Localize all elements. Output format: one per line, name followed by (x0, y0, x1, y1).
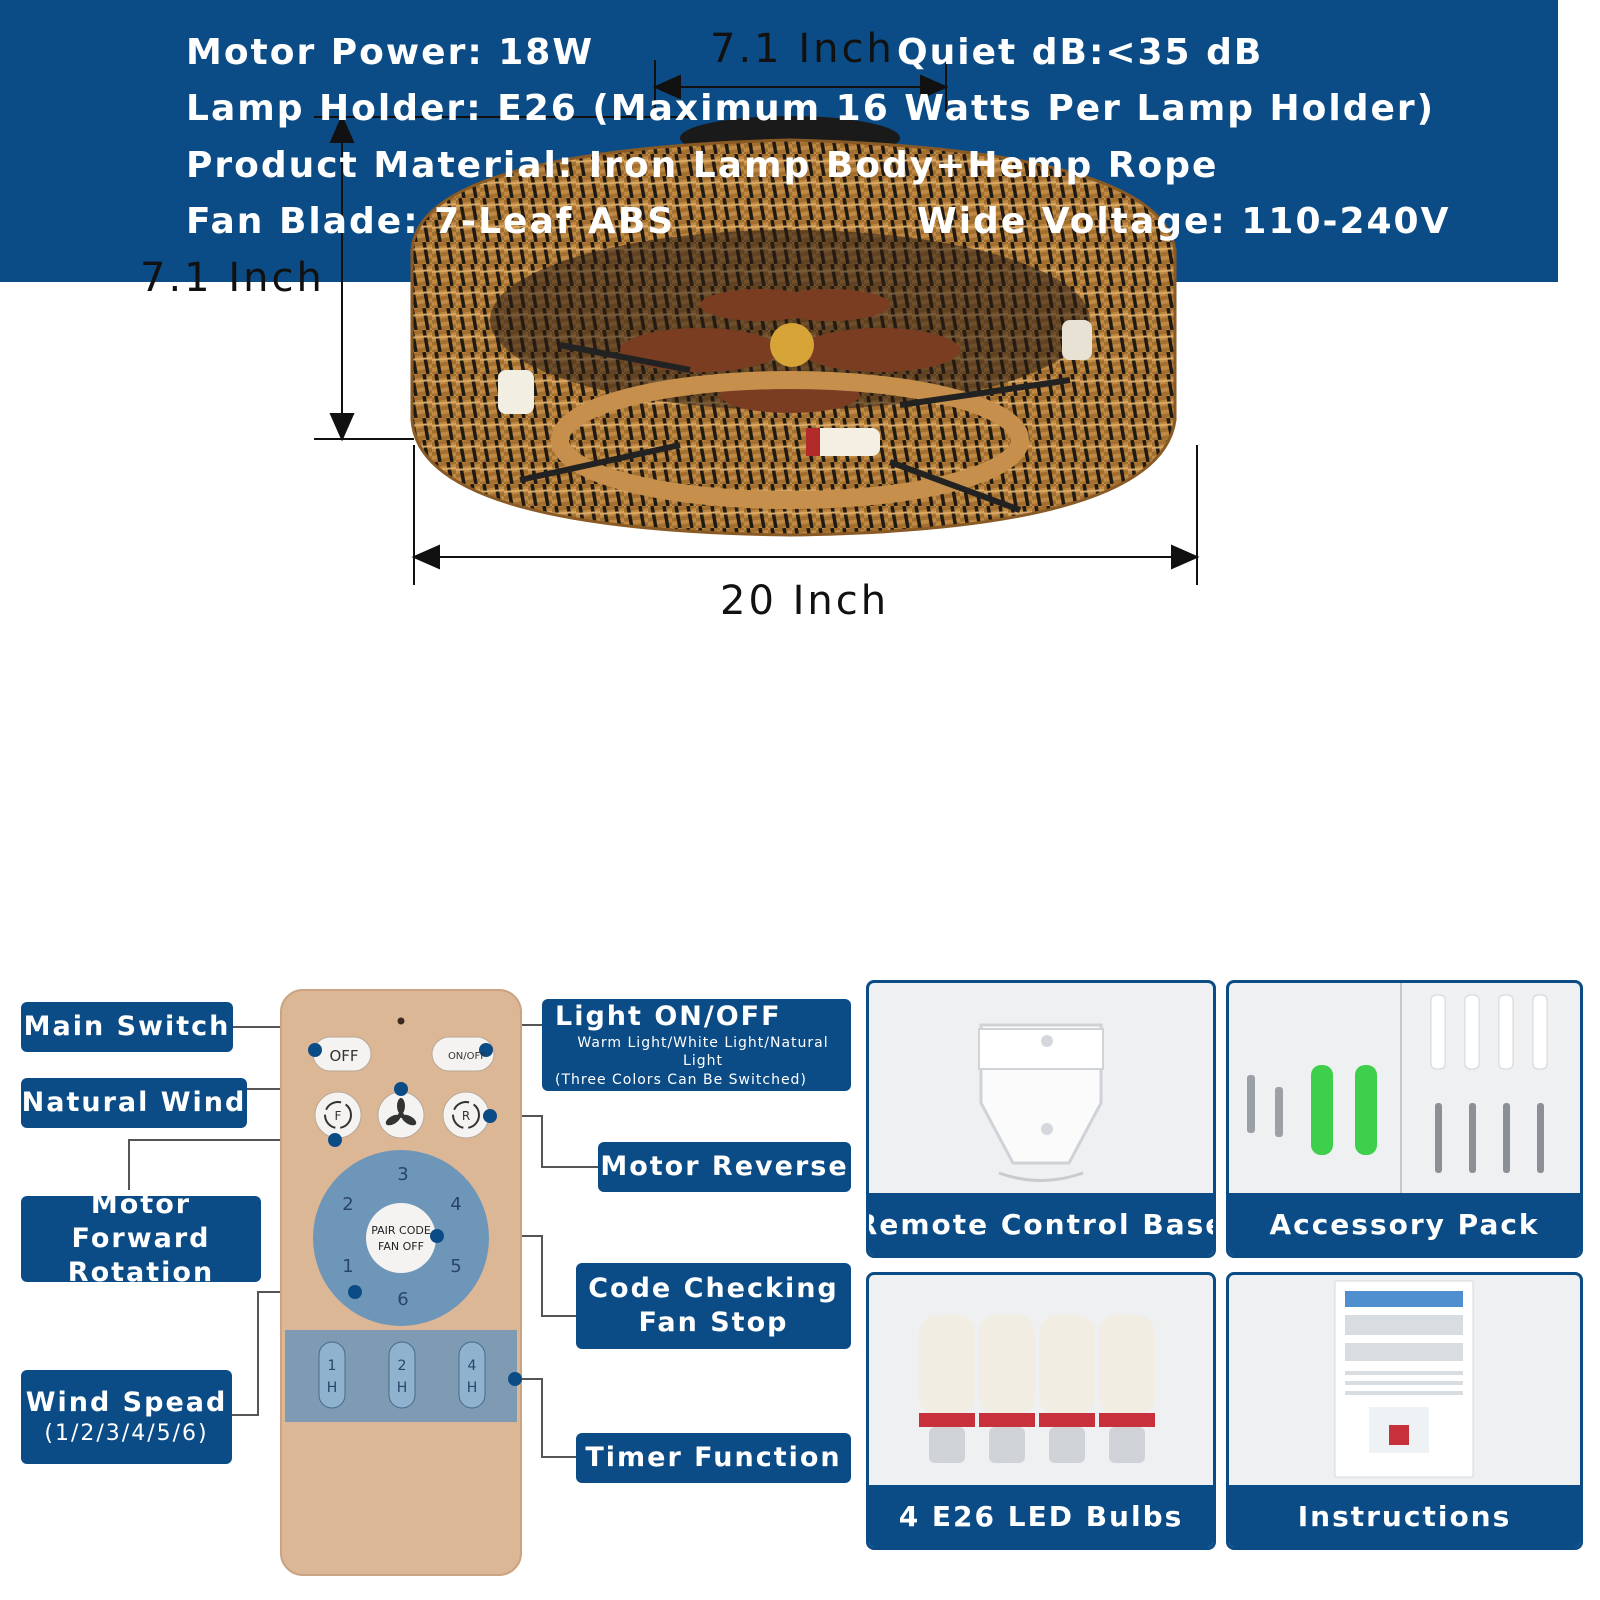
forward-label: F (335, 1109, 342, 1123)
card-instructions-caption: Instructions (1229, 1485, 1580, 1547)
timer-2h-button[interactable] (388, 1341, 416, 1409)
bulb-right (1062, 320, 1092, 360)
fan-off-label: FAN OFF (378, 1240, 424, 1253)
fan-arms (519, 342, 1071, 513)
forward-arrow-icon (324, 1101, 352, 1129)
label-code-checking-line1: Code Checking (588, 1273, 839, 1305)
label-main-switch-text: Main Switch (23, 1011, 231, 1043)
speed-3: 3 (397, 1164, 408, 1185)
timer-2-num: 2 (398, 1358, 407, 1374)
dimension-lines (314, 60, 1200, 585)
timer-1h-button[interactable] (318, 1341, 346, 1409)
bulb-left (498, 370, 534, 414)
dim-top-width: 7.1 Inch (710, 26, 895, 72)
label-motor-forward: Motor Forward Rotation (21, 1189, 261, 1288)
label-light-onoff-text: Light ON/OFF (555, 1000, 782, 1032)
label-motor-reverse-text: Motor Reverse (600, 1151, 849, 1183)
label-timer-function-text: Timer Function (585, 1442, 842, 1474)
card-accessory-pack: Accessory Pack (1226, 980, 1583, 1258)
timer-2-unit: H (397, 1380, 408, 1396)
timer-4h-button[interactable] (458, 1341, 486, 1409)
label-motor-forward-line2: Rotation (67, 1256, 215, 1288)
card-remote-base-caption: Remote Control Base (869, 1193, 1213, 1255)
remote-led (397, 1017, 405, 1025)
speed-2: 2 (342, 1194, 353, 1215)
speed-1: 1 (342, 1256, 353, 1277)
spec-lamp-holder: Lamp Holder: E26 (Maximum 16 Watts Per L… (186, 88, 1436, 129)
timer-1-num: 1 (328, 1358, 337, 1374)
card-led-bulbs: 4 E26 LED Bulbs (866, 1272, 1216, 1550)
label-code-checking-line2: Fan Stop (638, 1307, 789, 1338)
fan-hub (770, 323, 814, 367)
speed-5: 5 (450, 1256, 461, 1277)
led-bulbs-photo (869, 1275, 1213, 1485)
card-accessory-pack-caption: Accessory Pack (1229, 1193, 1580, 1255)
fan-interior (490, 230, 1090, 410)
label-natural-wind: Natural Wind (21, 1078, 247, 1128)
light-onoff-button[interactable] (431, 1036, 495, 1072)
spec-fan-blade: Fan Blade: 7-Leaf ABS (186, 201, 676, 242)
fan-icon (385, 1098, 417, 1126)
remote-base-photo (869, 983, 1213, 1193)
bulb-center (810, 428, 880, 456)
spec-voltage: Wide Voltage: 110-240V (917, 201, 1451, 242)
timer-4-num: 4 (468, 1358, 477, 1374)
spec-material: Product Material: Iron Lamp Body+Hemp Ro… (186, 145, 1219, 186)
timer-1-unit: H (327, 1380, 338, 1396)
timer-4-unit: H (467, 1380, 478, 1396)
card-instructions: Instructions (1226, 1272, 1583, 1550)
label-main-switch: Main Switch (21, 1002, 233, 1052)
label-natural-wind-text: Natural Wind (21, 1087, 247, 1119)
label-light-onoff: Light ON/OFF Warm Light/White Light/Natu… (542, 999, 851, 1091)
label-motor-reverse: Motor Reverse (598, 1142, 851, 1192)
label-code-checking: Code Checking Fan Stop (576, 1263, 851, 1349)
callout-dots (308, 1043, 522, 1386)
label-wind-speed-line2: (1/2/3/4/5/6) (44, 1421, 209, 1447)
label-wind-speed-line1: Wind Spead (25, 1387, 228, 1419)
dim-height: 7.1 Inch (140, 255, 325, 301)
instructions-photo (1229, 1275, 1580, 1485)
accessory-pack-photo (1229, 983, 1580, 1193)
fan-illustration (410, 116, 1177, 537)
dim-diameter: 20 Inch (720, 578, 890, 624)
onoff-label: ON/OFF (448, 1051, 486, 1062)
label-light-onoff-sub2: (Three Colors Can Be Switched) (555, 1072, 807, 1089)
card-led-bulbs-caption: 4 E26 LED Bulbs (869, 1485, 1213, 1547)
reverse-arrow-icon (452, 1101, 480, 1129)
speed-6: 6 (397, 1289, 408, 1310)
label-timer-function: Timer Function (576, 1433, 851, 1483)
pair-code-label: PAIR CODE (371, 1224, 431, 1237)
label-wind-speed: Wind Spead (1/2/3/4/5/6) (21, 1370, 232, 1464)
label-light-onoff-sub1: Warm Light/White Light/Natural Light (577, 1034, 829, 1070)
off-label: OFF (329, 1047, 358, 1065)
reverse-label: R (462, 1109, 470, 1123)
card-remote-base: Remote Control Base (866, 980, 1216, 1258)
speed-4: 4 (450, 1194, 461, 1215)
pair-code-button[interactable] (366, 1203, 436, 1273)
spec-motor-power: Motor Power: 18W (186, 32, 595, 73)
rattan-inner-ring (551, 371, 1029, 509)
spec-quiet: Quiet dB:<35 dB (897, 32, 1264, 73)
label-motor-forward-line1: Motor Forward (71, 1189, 211, 1255)
